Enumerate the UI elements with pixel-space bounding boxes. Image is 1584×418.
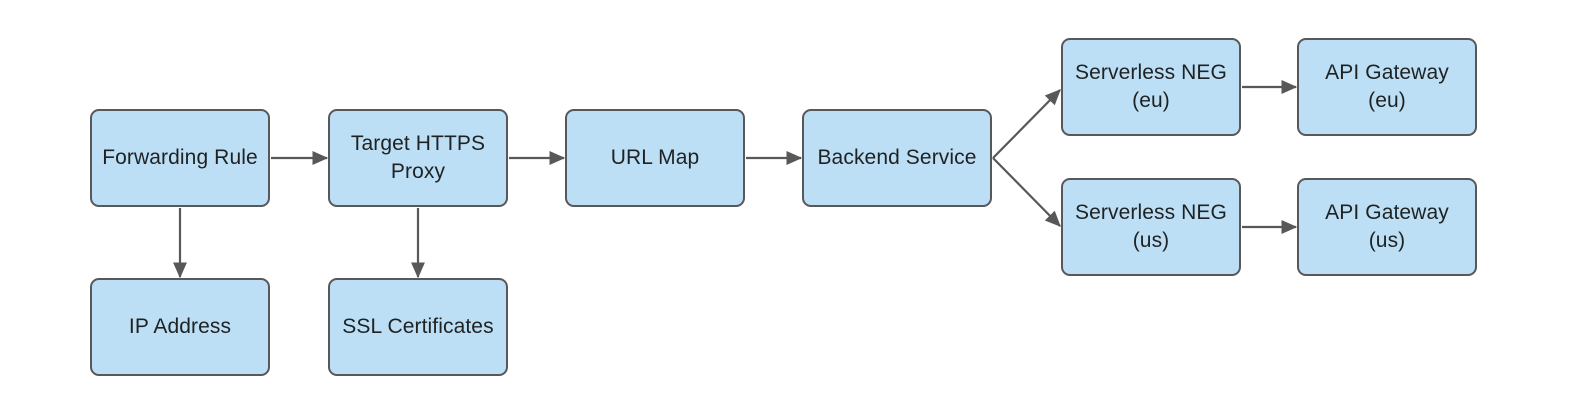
node-serverless-neg-us-label: Serverless NEG (us): [1075, 201, 1227, 252]
node-api-gateway-us[interactable]: API Gateway (us): [1297, 178, 1477, 276]
node-api-gateway-us-label: API Gateway (us): [1325, 201, 1449, 252]
node-serverless-neg-us[interactable]: Serverless NEG (us): [1061, 178, 1241, 276]
node-serverless-neg-eu-label: Serverless NEG (eu): [1075, 61, 1227, 112]
node-url-map[interactable]: URL Map: [565, 109, 745, 207]
node-url-map-label: URL Map: [610, 146, 700, 170]
node-ssl-certificates[interactable]: SSL Certificates: [328, 278, 508, 376]
node-ip-address[interactable]: IP Address: [90, 278, 270, 376]
node-ssl-certificates-label: SSL Certificates: [342, 315, 494, 339]
edge-backend-service-to-serverless-neg-us: [992, 157, 1061, 227]
node-target-https-proxy-label: Target HTTPS Proxy: [350, 132, 486, 183]
node-ip-address-label: IP Address: [128, 315, 232, 339]
node-target-https-proxy[interactable]: Target HTTPS Proxy: [328, 109, 508, 207]
edge-backend-service-to-serverless-neg-eu: [992, 89, 1061, 159]
node-forwarding-rule[interactable]: Forwarding Rule: [90, 109, 270, 207]
node-api-gateway-eu[interactable]: API Gateway (eu): [1297, 38, 1477, 136]
node-forwarding-rule-label: Forwarding Rule: [102, 146, 258, 170]
node-backend-service[interactable]: Backend Service: [802, 109, 992, 207]
node-backend-service-label: Backend Service: [817, 146, 977, 170]
node-serverless-neg-eu[interactable]: Serverless NEG (eu): [1061, 38, 1241, 136]
node-api-gateway-eu-label: API Gateway (eu): [1325, 61, 1449, 112]
